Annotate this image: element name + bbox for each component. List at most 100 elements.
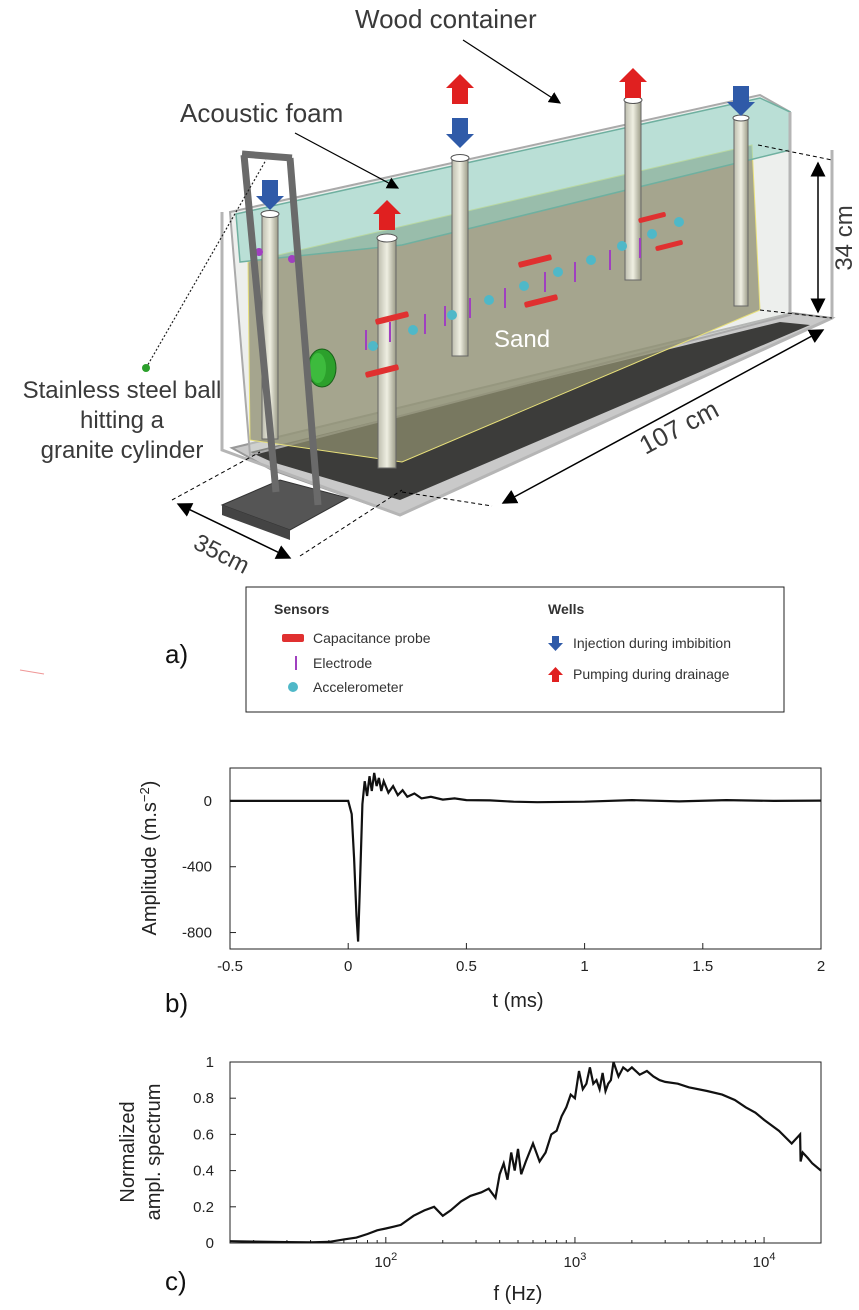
spectrum-xlabel: f (Hz) — [494, 1283, 543, 1305]
label-wood-container: Wood container — [355, 4, 537, 34]
time-ylabel-main: Amplitude (m.s — [139, 802, 161, 935]
spectrum-ytick-label: 1 — [206, 1054, 214, 1071]
spectrum-ytick-label: 0 — [206, 1235, 214, 1252]
sensors — [255, 212, 684, 378]
legend-pumping: Pumping during drainage — [573, 666, 730, 682]
capacitance-probe — [655, 240, 683, 251]
legend-frame — [245, 586, 785, 713]
dim-height-guide-top — [757, 144, 833, 161]
dim-width-arrow — [176, 503, 292, 559]
accelerometer — [408, 325, 418, 335]
time-xlabel: t (ms) — [492, 990, 543, 1012]
legend-capacitance-probe: Capacitance probe — [313, 630, 431, 646]
time-xtick-label: 2 — [817, 958, 825, 975]
electrode-dot — [288, 255, 296, 263]
chart-time: -0.5 0 0.5 1 1.5 2 0 -400 -800 Amplitude (m.s−2)… — [137, 767, 825, 1018]
injection-arrow-2 — [446, 118, 474, 148]
legend-accelerometer-swatch — [288, 682, 298, 692]
frame-top — [241, 150, 293, 162]
wood-container-pointer — [462, 39, 562, 104]
time-axes: -0.5 0 0.5 1 1.5 2 0 -400 -800 — [182, 793, 825, 975]
label-acoustic-foam: Acoustic foam — [180, 98, 343, 128]
pumping-arrow-2 — [446, 74, 474, 104]
injection-arrow-1 — [256, 180, 284, 210]
dim-length-arrow — [501, 329, 825, 504]
legend-injection: Injection during imbibition — [573, 635, 731, 651]
well-2 — [377, 237, 397, 469]
time-ylabel-exp: −2 — [137, 787, 152, 802]
well-2-top — [376, 233, 398, 243]
capacitance-probe — [365, 364, 399, 378]
well-arrows — [256, 68, 755, 230]
stray-mark — [19, 669, 45, 675]
time-ylabel: Amplitude (m.s−2) — [137, 781, 161, 936]
capacitance-probe — [638, 212, 666, 223]
time-ytick-label: 0 — [204, 793, 212, 810]
frame-post-right — [286, 157, 322, 506]
accelerometer — [553, 267, 563, 277]
well-5 — [733, 117, 749, 307]
legend-sensors-title: Sensors — [274, 601, 329, 617]
accelerometer — [586, 255, 596, 265]
legend-box: Sensors Capacitance probe Electrode Acce… — [245, 586, 785, 713]
spectrum-ytick-label: 0.2 — [193, 1199, 214, 1216]
frame-post-left — [240, 154, 280, 493]
time-ytick-label: -800 — [182, 925, 212, 942]
dim-width-guide-right — [299, 489, 403, 557]
dim-height-guide-bottom — [759, 309, 833, 319]
dim-length-guide — [401, 491, 493, 507]
electrode-dot — [255, 248, 263, 256]
label-ball-line2: hitting a — [80, 407, 165, 434]
legend-injection-icon — [548, 636, 563, 651]
time-xtick-label: 1 — [580, 958, 588, 975]
accelerometer — [368, 341, 378, 351]
pumping-arrow-1 — [373, 200, 401, 230]
time-xtick-label: 0 — [344, 958, 352, 975]
acoustic-foam-pointer — [294, 132, 400, 189]
capacitance-probe — [524, 294, 558, 308]
legend-wells-title: Wells — [548, 601, 585, 617]
time-plot-frame — [229, 767, 822, 950]
steel-ball — [142, 364, 150, 372]
legend-pumping-icon — [548, 667, 563, 682]
accelerometer — [447, 310, 457, 320]
panel-b-tag: b) — [165, 988, 188, 1018]
spectrum-ylabel-line1: Normalized — [117, 1101, 139, 1202]
chart-spectrum: 102 103 104 0 0.2 0.4 0.6 0.8 1 Normalized ampl.… — [117, 1054, 822, 1305]
dim-width-guide-left — [171, 451, 261, 501]
well-3-top — [450, 154, 470, 162]
container-front-edge — [220, 150, 834, 517]
panel-a-tag: a) — [165, 639, 188, 669]
spectrum-ytick-label: 0.4 — [193, 1163, 214, 1180]
well-3 — [451, 157, 469, 357]
accelerometer — [617, 241, 627, 251]
spectrum-xtick-label: 104 — [753, 1251, 776, 1271]
accelerometer — [484, 295, 494, 305]
spectrum-plot-frame — [229, 1061, 822, 1244]
legend-electrode: Electrode — [313, 655, 372, 671]
spectrum-xtick-label: 102 — [374, 1251, 397, 1271]
accelerometer — [674, 217, 684, 227]
time-xtick-label: 0.5 — [456, 958, 477, 975]
tank-diagram: Wood container Acoustic foam Sand Stainl… — [23, 4, 858, 580]
well-1-top — [260, 210, 280, 218]
ball-string — [145, 159, 267, 369]
spectrum-axes: 102 103 104 0 0.2 0.4 0.6 0.8 1 — [193, 1054, 822, 1271]
label-ball-line1: Stainless steel ball — [23, 377, 222, 404]
panel-c-tag: c) — [165, 1266, 187, 1296]
time-xtick-label: -0.5 — [217, 958, 243, 975]
accelerometer — [519, 281, 529, 291]
spectrum-ytick-label: 0.6 — [193, 1126, 214, 1143]
legend-accelerometer: Accelerometer — [313, 679, 404, 695]
label-sand: Sand — [494, 326, 550, 353]
label-height: 34 cm — [831, 205, 858, 270]
time-ytick-label: -400 — [182, 859, 212, 876]
spectrum-ytick-label: 0.8 — [193, 1090, 214, 1107]
granite-cylinder-face — [310, 353, 326, 383]
time-ylabel-close: ) — [139, 781, 161, 788]
injection-arrow-3 — [727, 86, 755, 116]
legend-probe-swatch — [282, 634, 304, 642]
spectrum-ylabel-line2: ampl. spectrum — [143, 1084, 165, 1221]
time-xtick-label: 1.5 — [692, 958, 713, 975]
spectrum-xtick-label: 103 — [564, 1251, 587, 1271]
